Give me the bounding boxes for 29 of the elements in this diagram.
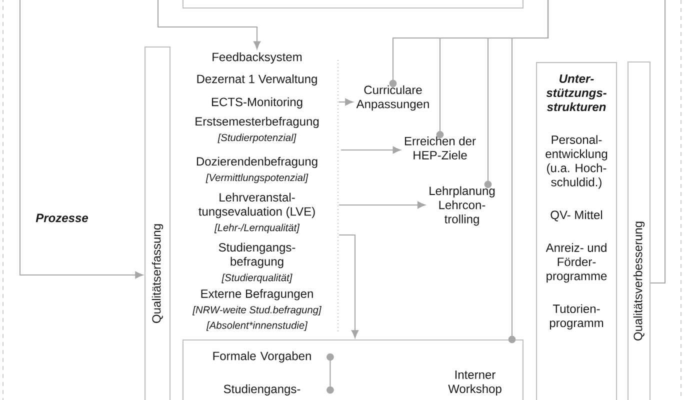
arrow	[19, 0, 144, 279]
text-label: ECTS-Monitoring	[212, 97, 302, 109]
text-label: Curriculare Anpassungen	[356, 85, 429, 111]
arrow	[341, 146, 401, 154]
connector-line	[650, 0, 666, 284]
text-label: Lehrveranstal- tungsevaluation (LVE) [Lehr-/Lernqualität]	[198, 192, 315, 234]
connector-line	[326, 353, 334, 394]
text-label: Erstsemesterbefragung [Studierpotenzial]	[196, 116, 319, 144]
text-label: Lehrplanung Lehrcon- trolling	[430, 186, 495, 226]
text-label: Dezernat 1 Verwaltung	[197, 74, 317, 86]
text-label: Dozierendenbefragung [Vermittlungspotenzial]	[196, 156, 318, 184]
vertical-bar: Qualitätserfassung	[144, 46, 171, 400]
process-box	[182, 0, 524, 9]
text-label: Feedbacksystem	[212, 52, 302, 64]
process-box	[182, 339, 524, 400]
arrow	[157, 0, 261, 50]
section-label: Prozesse	[36, 214, 88, 222]
vertical-bar: Qualitätsverbesserung	[627, 61, 651, 400]
text-label: Studiengangs- befragung [Studierqualität]	[218, 242, 296, 284]
text-label: Studiengangs-	[224, 384, 300, 396]
text-label: Externe Befragungen [NRW-weite Stud.befragung] [Absolent*innenstudie]	[192, 289, 322, 331]
arrow	[339, 201, 426, 209]
connector-line	[508, 0, 549, 344]
text-label: Formale Vorgaben	[213, 351, 311, 363]
text-label: Erreichen der HEP-Ziele	[404, 136, 476, 160]
arrow	[339, 234, 359, 338]
text-label: Interner Workshop	[448, 370, 502, 396]
support-panel: Unter- stützungs- strukturen Personal- entwicklung (u.a. Hoch- schuldid.) QV- Mittel Anreiz- und Förder- programme Tutorien- programm	[536, 62, 618, 400]
arrow	[339, 98, 354, 106]
